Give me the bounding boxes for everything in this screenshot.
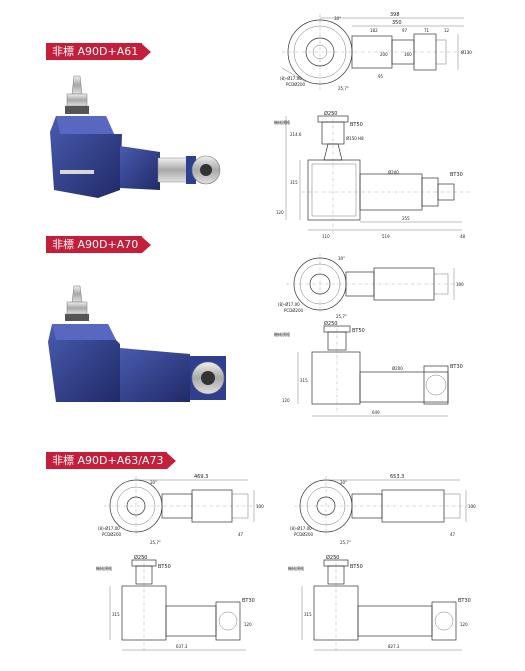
section-banner-a63-a73: 非標 A90D+A63/A73 — [46, 452, 177, 469]
section-banner-a61: 非標 A90D+A61 — [46, 43, 152, 60]
drawing-a63-top-view: 469.3 100 47 30° 25,7° (8)-Ø17.00 PCDØ20… — [98, 474, 264, 545]
drawing-a70-side-view: Ø250 BT50 BT30 649 315 Ø200 120 機械規格 — [274, 320, 463, 417]
dim-label: BT50 — [350, 564, 363, 570]
dim-label: 315 — [300, 378, 308, 383]
dim-label: 95 — [378, 74, 384, 79]
dim-label: 469.3 — [194, 474, 208, 480]
dim-label: 100 — [468, 504, 476, 509]
dim-label: Ø250 — [324, 320, 337, 327]
dim-label: 827.3 — [388, 644, 400, 649]
dim-label: Ø200 — [392, 366, 403, 371]
dim-label: 214.6 — [290, 132, 302, 137]
dim-label: (8)-Ø17.00 — [278, 302, 300, 307]
dim-label: 25,7° — [336, 314, 347, 319]
dim-label: 97 — [402, 28, 408, 33]
dim-label: 120 — [460, 622, 468, 627]
dim-label: 160 — [404, 52, 412, 57]
dim-label: Ø250 — [134, 554, 147, 561]
product-photo-a70 — [48, 285, 226, 402]
dim-label: 120 — [282, 398, 290, 403]
dim-label: 637.3 — [176, 644, 188, 649]
drawing-a73-top-view: 653.3 100 47 30° 25,7° (8)-Ø17.00 PCDØ20… — [290, 474, 476, 545]
dim-label: 120 — [276, 210, 284, 215]
dim-label: 120 — [244, 622, 252, 627]
dim-label: 182 — [370, 28, 378, 33]
dim-label: BT30 — [242, 598, 255, 604]
dim-label: 100 — [456, 282, 464, 287]
section-label: 非標 A90D+A70 — [46, 236, 143, 253]
drawing-a73-side-view: Ø250 BT50 BT30 827.3 315 120 機械規格 — [288, 554, 471, 651]
drawing-a70-top-view: 100 30° 25,7° (8)-Ø17.00 PCDØ200 — [278, 254, 464, 319]
dim-label: (8)-Ø17.00 — [280, 76, 302, 81]
dim-label: PCDØ200 — [286, 82, 306, 87]
dim-label: BT30 — [450, 172, 463, 178]
dim-label: 649 — [372, 410, 380, 415]
dim-label: Ø250 — [324, 110, 337, 117]
dim-label: 100 — [256, 504, 264, 509]
dim-label: BT30 — [458, 598, 471, 604]
dim-label: BT30 — [450, 364, 463, 370]
dim-label: 315 — [290, 180, 298, 185]
dim-label: 255 — [402, 216, 410, 221]
dim-label: 47 — [238, 532, 244, 537]
drawing-a61-top-view: 398 350 182 97 71 12 200 160 Ø130 95 30°… — [280, 12, 474, 91]
dim-label: 25,7° — [340, 540, 351, 545]
dim-label: 653.3 — [390, 474, 404, 480]
section-label: 非標 A90D+A61 — [46, 43, 143, 60]
dim-label: 25,7° — [150, 540, 161, 545]
dim-label: 71 — [424, 28, 430, 33]
dim-label: 30° — [150, 480, 157, 485]
section-label: 非標 A90D+A63/A73 — [46, 452, 168, 469]
dim-label: BT50 — [158, 564, 171, 570]
dim-label: 350 — [392, 20, 402, 26]
dim-label: 398 — [390, 12, 400, 18]
dim-label: Ø200 — [388, 170, 399, 175]
dim-label: 200 — [380, 52, 388, 57]
dim-label: 519 — [382, 234, 390, 239]
dim-label: BT50 — [352, 328, 365, 334]
dim-label: Ø250 — [326, 554, 339, 561]
dim-label: BT50 — [350, 122, 363, 128]
dim-label: 機械規格 — [288, 565, 304, 571]
dim-label: 315 — [304, 612, 312, 617]
dim-label: PCDØ200 — [102, 532, 122, 537]
dim-label: 12 — [444, 28, 450, 33]
dim-label: 47 — [450, 532, 456, 537]
dim-label: 25,7° — [338, 86, 349, 91]
dim-label: 機械規格 — [96, 565, 112, 571]
dim-label: (8)-Ø17.00 — [98, 526, 120, 531]
dim-label: 30° — [338, 256, 345, 261]
drawing-a61-side-view: Ø250 BT50 BT30 Ø150 H8 255 519 110 48 Ø2… — [274, 110, 472, 239]
section-banner-a70: 非標 A90D+A70 — [46, 236, 152, 253]
dim-label: 30° — [334, 16, 341, 21]
dim-label: Ø130 — [461, 50, 472, 55]
dim-label: PCDØ200 — [284, 308, 304, 313]
dim-label: 機械規格 — [274, 119, 290, 125]
dim-label: 機械規格 — [274, 331, 290, 337]
dim-label: 110 — [322, 234, 330, 239]
dim-label: Ø150 H8 — [346, 136, 364, 141]
dim-label: 315 — [112, 612, 120, 617]
drawing-a63-side-view: Ø250 BT50 BT30 637.3 315 120 機械規格 — [96, 554, 255, 651]
dim-label: (8)-Ø17.00 — [290, 526, 312, 531]
product-photo-a61 — [50, 75, 221, 198]
dim-label: 30° — [340, 480, 347, 485]
dim-label: 48 — [460, 234, 466, 239]
dim-label: PCDØ200 — [294, 532, 314, 537]
